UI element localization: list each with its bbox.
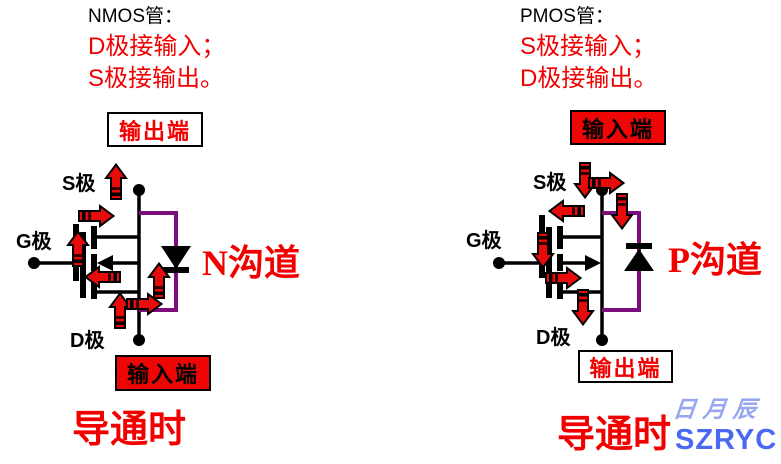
nmos-gate-label: G极 <box>16 231 52 253</box>
terminal-dot <box>28 257 40 269</box>
current-flow-arrows <box>532 162 633 326</box>
current-arrow-icon <box>84 266 121 288</box>
nmos-rule-2: S极接输出。 <box>88 65 225 92</box>
pmos-rule-1: S极接输入； <box>520 33 657 60</box>
nmos-input-terminal-box: 输入端 <box>115 355 211 391</box>
nmos-symbol <box>28 184 145 346</box>
body-diode-icon <box>624 243 654 271</box>
pmos-channel-type: P沟道 <box>668 240 762 280</box>
pmos-drain-label: D极 <box>536 327 571 349</box>
current-arrow-icon <box>105 163 127 200</box>
pmos-rule-2: D极接输出。 <box>520 65 658 92</box>
mosfet-channel-segments <box>557 226 563 299</box>
pmos-gate-label: G极 <box>466 230 502 252</box>
body-diode-icon <box>161 246 191 273</box>
pmos-symbol <box>493 184 608 346</box>
nmos-rule-1: D极接输入； <box>88 33 226 60</box>
nmos-output-terminal-box: 输出端 <box>107 112 203 147</box>
current-flow-arrows <box>67 163 170 329</box>
terminal-dot <box>493 257 505 269</box>
nmos-arrowhead <box>97 255 113 271</box>
current-arrow-icon <box>78 205 115 227</box>
pmos-source-label: S极 <box>533 172 567 194</box>
brand-logo-en: SZRYC <box>675 424 778 456</box>
pmos-circuit-diagram <box>493 162 654 346</box>
pmos-state-label: 导通时 <box>557 414 672 456</box>
current-arrow-icon <box>548 200 585 222</box>
brand-logo-cn: 日月辰 <box>671 397 765 422</box>
mosfet-channel-segments <box>91 226 97 299</box>
nmos-source-label: S极 <box>62 173 96 195</box>
pmos-title: PMOS管： <box>520 6 614 27</box>
nmos-title: NMOS管： <box>88 6 184 27</box>
current-arrow-icon <box>572 289 594 326</box>
nmos-state-label: 导通时 <box>72 409 187 451</box>
terminal-dot <box>596 334 608 346</box>
nmos-channel-type: N沟道 <box>202 243 300 283</box>
nmos-drain-label: D极 <box>70 330 105 352</box>
pmos-input-terminal-box: 输入端 <box>570 110 666 145</box>
nmos-circuit-diagram <box>28 163 191 346</box>
pmos-output-terminal-box: 输出端 <box>578 350 673 383</box>
pmos-arrowhead <box>585 255 601 271</box>
terminal-dot <box>133 184 145 196</box>
gate-electrode <box>546 227 552 298</box>
terminal-dot <box>133 334 145 346</box>
